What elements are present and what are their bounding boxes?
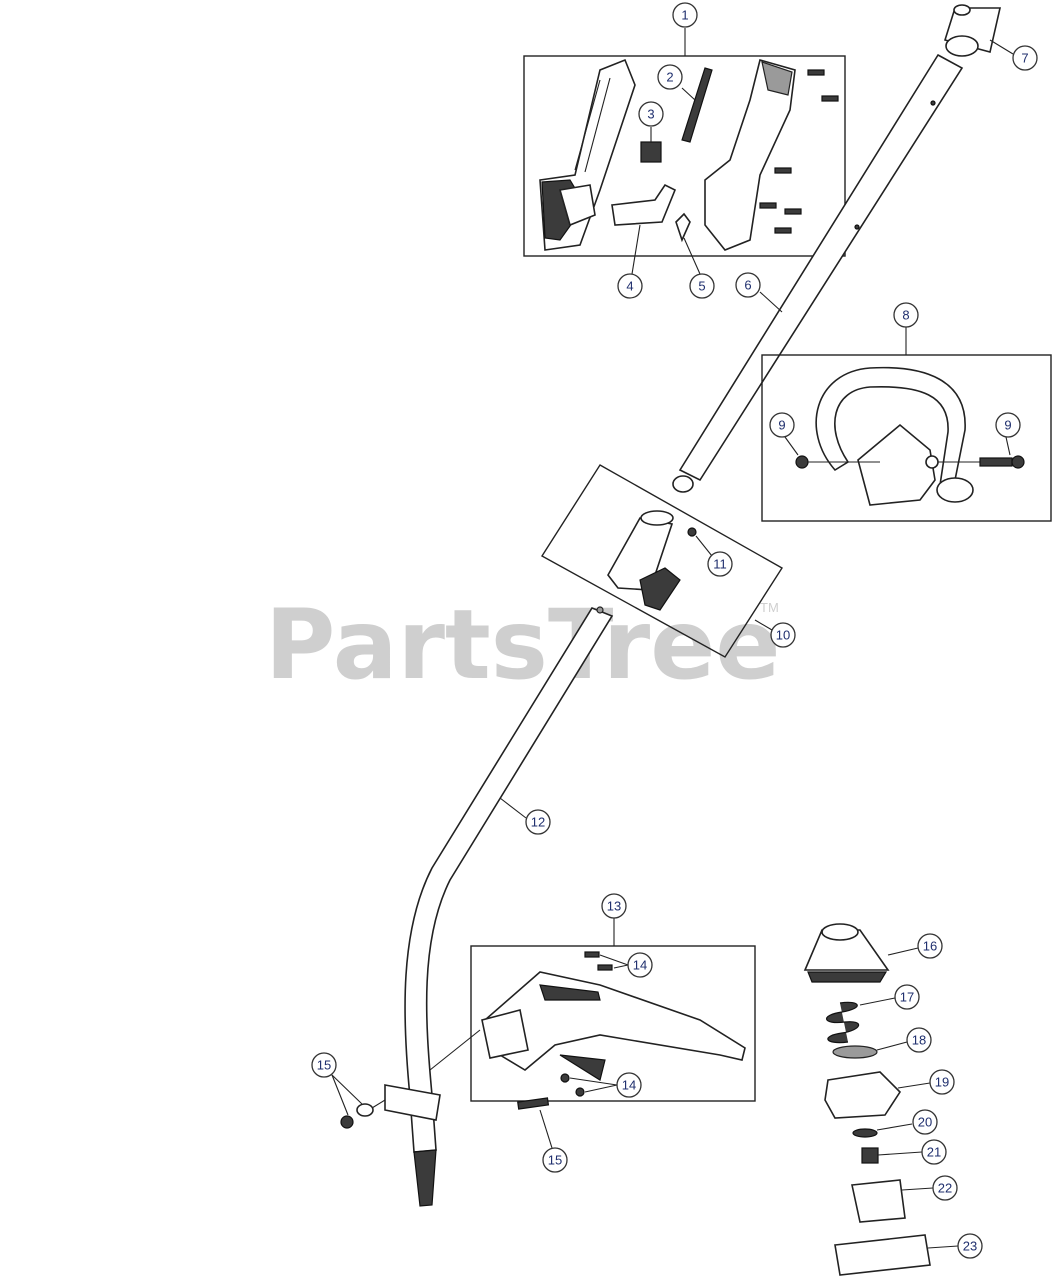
svg-text:1: 1 — [681, 8, 688, 23]
svg-text:5: 5 — [698, 279, 705, 294]
svg-text:13: 13 — [607, 899, 621, 914]
callout-6[interactable]: 6 — [735, 272, 761, 298]
shaft-clamp — [340, 1084, 441, 1129]
svg-text:15: 15 — [548, 1153, 562, 1168]
assist-handle-assembly — [761, 354, 1052, 522]
svg-text:2: 2 — [666, 70, 673, 85]
svg-text:9: 9 — [778, 418, 785, 433]
callout-4[interactable]: 4 — [617, 273, 643, 299]
coupler-assembly — [541, 464, 783, 658]
svg-text:22: 22 — [938, 1181, 952, 1196]
svg-text:12: 12 — [531, 815, 545, 830]
svg-text:17: 17 — [900, 990, 914, 1005]
svg-text:14: 14 — [622, 1078, 636, 1093]
callout-2[interactable]: 2 — [657, 64, 683, 90]
svg-text:16: 16 — [923, 939, 937, 954]
svg-text:6: 6 — [744, 278, 751, 293]
callout-12[interactable]: 12 — [525, 809, 551, 835]
callout-3[interactable]: 3 — [638, 101, 664, 127]
guard-box — [470, 945, 756, 1102]
guard-assembly — [429, 945, 756, 1110]
callout-17[interactable]: 17 — [894, 984, 920, 1010]
coupler-box — [541, 464, 783, 658]
callout-13[interactable]: 13 — [601, 893, 627, 919]
callout-7[interactable]: 7 — [1012, 45, 1038, 71]
callout-18[interactable]: 18 — [906, 1027, 932, 1053]
callout-20[interactable]: 20 — [912, 1109, 938, 1135]
svg-text:11: 11 — [713, 557, 727, 572]
callout-5[interactable]: 5 — [689, 273, 715, 299]
callout-15-right[interactable]: 15 — [542, 1147, 568, 1173]
svg-text:14: 14 — [633, 958, 647, 973]
callout-8[interactable]: 8 — [893, 302, 919, 328]
shaft-cap — [943, 4, 1002, 57]
svg-text:20: 20 — [918, 1115, 932, 1130]
callout-21[interactable]: 21 — [921, 1139, 947, 1165]
svg-text:18: 18 — [912, 1033, 926, 1048]
svg-text:21: 21 — [927, 1145, 941, 1160]
svg-text:9: 9 — [1004, 418, 1011, 433]
callout-11[interactable]: 11 — [707, 551, 733, 577]
callout-23[interactable]: 23 — [957, 1233, 983, 1259]
callout-9-left[interactable]: 9 — [769, 412, 795, 438]
callout-14-bottom[interactable]: 14 — [616, 1072, 642, 1098]
callout-15-left[interactable]: 15 — [311, 1052, 337, 1078]
svg-text:23: 23 — [963, 1239, 977, 1254]
trimmer-head-stack — [803, 923, 931, 1276]
svg-text:4: 4 — [626, 279, 633, 294]
handle-housing-assembly — [523, 55, 846, 257]
upper-shaft — [672, 53, 964, 493]
callout-10[interactable]: 10 — [770, 622, 796, 648]
svg-text:3: 3 — [647, 107, 654, 122]
svg-text:15: 15 — [317, 1058, 331, 1073]
callout-1[interactable]: 1 — [672, 2, 698, 28]
callout-19[interactable]: 19 — [929, 1069, 955, 1095]
watermark: PartsTree — [265, 589, 780, 701]
watermark-trademark: TM — [760, 600, 779, 615]
svg-text:10: 10 — [776, 628, 790, 643]
svg-text:8: 8 — [902, 308, 909, 323]
svg-text:19: 19 — [935, 1075, 949, 1090]
callout-9-right[interactable]: 9 — [995, 412, 1021, 438]
svg-text:7: 7 — [1021, 51, 1028, 66]
callout-22[interactable]: 22 — [932, 1175, 958, 1201]
callout-14-top[interactable]: 14 — [627, 952, 653, 978]
callout-16[interactable]: 16 — [917, 933, 943, 959]
